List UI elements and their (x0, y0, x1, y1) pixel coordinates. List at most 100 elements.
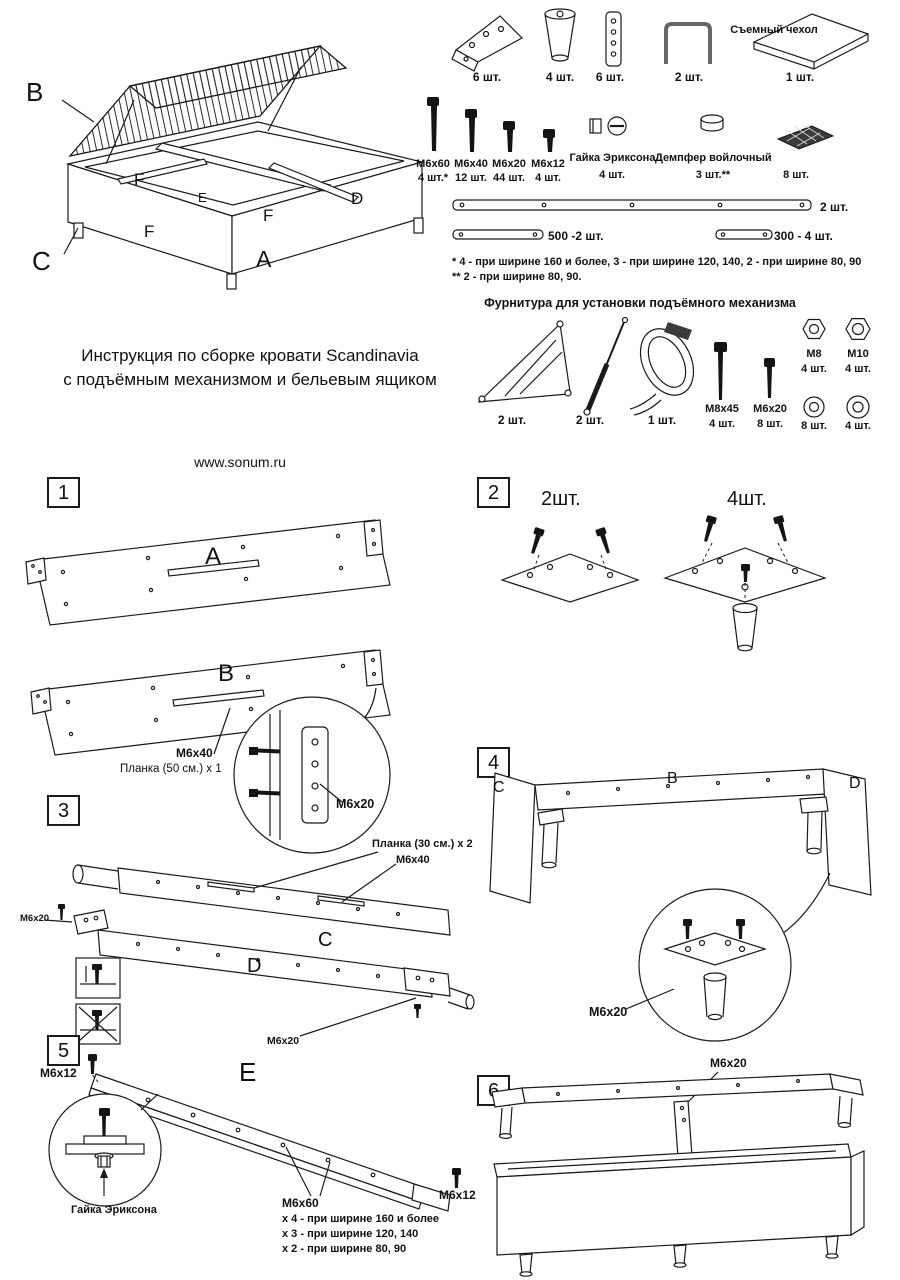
step-4-marker: 4 (477, 747, 510, 778)
mesh-qty: 8 шт. (783, 169, 809, 181)
step-5-panel-e-label: E (239, 1057, 257, 1087)
felt-damper-icon (700, 114, 724, 132)
overview-label-d: D (351, 189, 364, 208)
washer-m8-qty: 8 шт. (801, 420, 827, 432)
bolt-m6x40-label: М6х40 (454, 158, 488, 170)
bar-500-icon (452, 229, 544, 240)
bed-overview-drawing (61, 44, 425, 290)
step-3-drawing (43, 851, 475, 1045)
step-3-bolt-left-label: М6х20 (20, 913, 50, 924)
handle-qty: 2 шт. (674, 70, 704, 84)
erikson-nut-qty: 4 шт. (599, 169, 625, 181)
bolt-m6x12-label: М6х12 (531, 158, 565, 170)
lift-bolt-m6x20-label: М6х20 (753, 403, 787, 415)
long-bar-icon (452, 199, 812, 211)
overview-label-a: A (256, 246, 272, 272)
lift-bolt-m6x20-qty: 8 шт. (757, 418, 783, 430)
step-5-bolt-center-label: М6х60 (282, 1196, 319, 1210)
step-1-plank-label: Планка (50 см.) х 1 (120, 763, 222, 775)
step-3-panel-d-label: D (247, 955, 262, 977)
corner-bracket-with-leg-4x (663, 515, 827, 652)
cover-label: Съемный чехол (730, 24, 818, 36)
bolt-m6x60-qty: 4 шт.* (417, 172, 449, 184)
step-2-drawing (500, 515, 827, 652)
lift-mechanism-icon (477, 320, 572, 403)
page-title-line2: с подъёмным механизмом и бельевым ящиком (63, 370, 437, 389)
bolt-m6x60-label: М6х60 (416, 158, 450, 170)
bar-300-icon (715, 229, 773, 240)
step-5-note-3: х 2 - при ширине 80, 90 (282, 1243, 407, 1255)
overview-label-b: B (26, 77, 44, 107)
step-3-bolt-label: М6х40 (396, 854, 430, 866)
screw-depth-pictogram (75, 957, 121, 999)
bolt-m6x60-icon (427, 97, 439, 151)
step-4-panel-d-label: D (849, 775, 861, 792)
bar-500-label: 500 -2 шт. (548, 229, 604, 243)
step-5-bolt-left-label: М6х12 (40, 1066, 77, 1080)
step-3-marker: 3 (47, 795, 80, 826)
erikson-nut-icon (589, 116, 627, 136)
lifted-slat-lid (68, 44, 348, 158)
mesh-pad-icon (776, 124, 835, 150)
gas-strut-icon (583, 316, 629, 416)
overview-label-f1: F (134, 170, 145, 189)
bolt-m6x40-qty: 12 шт. (455, 172, 487, 184)
washer-m10-icon (846, 395, 870, 419)
bolt-m6x20-label: М6х20 (492, 158, 526, 170)
step-5-drawing (48, 1054, 461, 1212)
nut-m10-icon (845, 318, 871, 340)
step-1-zoom-bolt-label: М6х20 (336, 797, 375, 811)
step-6-drawing (491, 1071, 865, 1277)
bar-300-label: 300 - 4 шт. (774, 229, 833, 243)
overview-label-e: E (198, 190, 207, 205)
step-3-plank-label: Планка (30 см.) х 2 (372, 838, 473, 850)
step-5-zoom-detail (48, 1093, 162, 1207)
overview-label-f2: F (144, 222, 155, 241)
lift-strap-qty: 1 шт. (647, 413, 677, 427)
step-1-bolt-label: М6х40 (176, 746, 213, 760)
u-handle-icon (664, 22, 712, 64)
bolt-m8x45-qty: 4 шт. (709, 418, 735, 430)
step-2-marker: 2 (477, 477, 510, 508)
step-3-panel-c-label: C (318, 929, 333, 951)
hardware-drawings (427, 8, 871, 419)
bolt-m6x20-icon (503, 121, 515, 152)
step-4-zoom-bolt-label: М6х20 (589, 1005, 628, 1019)
step-4-panel-b-label: B (667, 770, 678, 787)
step-5-marker: 5 (47, 1035, 80, 1066)
rail-e (88, 1054, 461, 1212)
leg-icon (544, 8, 576, 62)
bolt-m6x12-qty: 4 шт. (535, 172, 561, 184)
flat-plate-icon (605, 11, 622, 67)
website-url: www.sonum.ru (194, 454, 286, 470)
step-4-panel-c-label: C (493, 779, 505, 796)
nut-m8-icon (802, 318, 826, 340)
damper-label: Демпфер войлочный (655, 152, 772, 164)
damper-qty: 3 шт.** (695, 169, 731, 181)
step-6-bolt-label: М6х20 (710, 1056, 747, 1070)
panel-b (30, 649, 391, 756)
nut-m8-qty: 4 шт. (801, 363, 827, 375)
removable-cover-icon (752, 13, 870, 70)
base-box (493, 1143, 865, 1277)
lift-strut-qty: 2 шт. (575, 413, 605, 427)
nut-m8-label: М8 (806, 348, 822, 360)
plate-qty: 6 шт. (595, 70, 625, 84)
bed-base-box (61, 66, 425, 290)
bolt-m8x45-label: М8х45 (705, 403, 739, 415)
step-5-note-2: х 3 - при ширине 120, 140 (282, 1228, 419, 1240)
bracket-qty: 6 шт. (472, 70, 502, 84)
bolt-m6x20-lift-icon (764, 358, 775, 398)
panel-c (72, 851, 451, 936)
step-5-nut-label: Гайка Эриксона (71, 1204, 157, 1216)
bolt-m6x40-icon (465, 109, 477, 152)
step-5-bolt-right-label: М6х12 (439, 1188, 476, 1202)
assembled-frame (491, 1071, 864, 1158)
erikson-nut-label: Гайка Эриксона (569, 152, 656, 164)
bolt-m6x20-qty: 44 шт. (493, 172, 525, 184)
step-5-note-1: х 4 - при ширине 160 и более (282, 1213, 440, 1225)
bolt-m8x45-icon (714, 342, 727, 400)
step-2-qty-right: 4шт. (727, 488, 767, 510)
no-overtighten-pictogram (75, 1003, 121, 1045)
